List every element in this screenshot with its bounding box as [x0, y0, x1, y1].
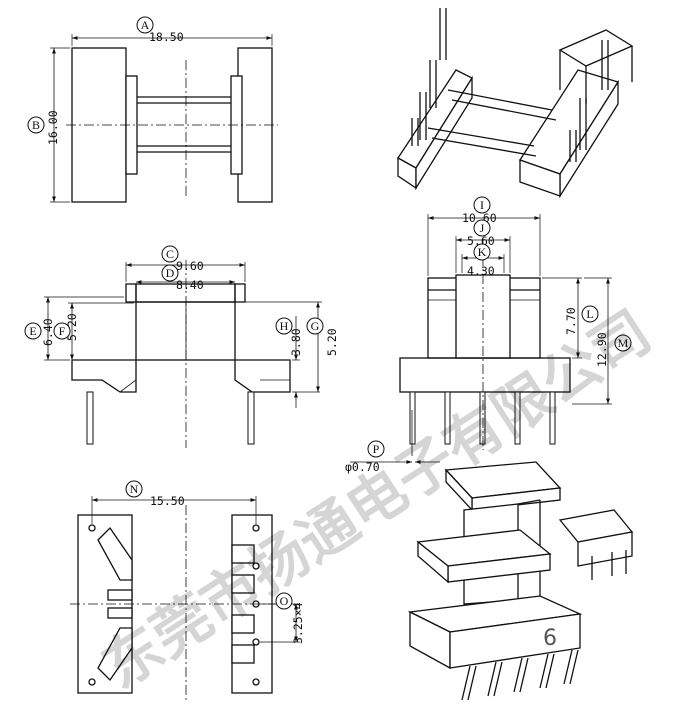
svg-text:O: O — [280, 594, 289, 608]
svg-text:C: C — [166, 247, 174, 261]
dim-C: C 9.60 — [161, 245, 204, 273]
svg-text:3.80: 3.80 — [289, 328, 303, 356]
dim-N: N 15.50 — [125, 480, 185, 508]
front-view — [44, 260, 322, 448]
svg-text:5.20: 5.20 — [65, 313, 79, 341]
svg-text:A: A — [141, 18, 150, 32]
svg-text:P: P — [373, 442, 380, 456]
svg-text:H: H — [280, 319, 289, 333]
svg-text:F: F — [59, 324, 66, 338]
dim-E: E 6.40 — [24, 318, 55, 346]
svg-text:K: K — [478, 245, 487, 259]
dim-O: O 3.25×4 — [275, 592, 305, 644]
svg-text:5.20: 5.20 — [325, 328, 339, 356]
dim-J: J 5.60 — [467, 219, 495, 248]
svg-text:J: J — [480, 221, 485, 235]
svg-text:9.60: 9.60 — [176, 259, 204, 273]
svg-text:I: I — [480, 198, 484, 212]
svg-text:D: D — [166, 266, 175, 280]
svg-text:7.70: 7.70 — [564, 307, 578, 335]
svg-text:10.60: 10.60 — [462, 211, 497, 225]
dim-M: M 12.90 — [595, 332, 632, 367]
svg-text:M: M — [618, 336, 629, 350]
svg-text:16.00: 16.00 — [46, 110, 60, 145]
dim-D: D 8.40 — [161, 264, 204, 292]
page-number: 6 — [543, 626, 557, 651]
isometric-view-top — [397, 8, 634, 199]
dim-I: I 10.60 — [462, 196, 497, 225]
svg-text:G: G — [311, 319, 320, 333]
side-view — [350, 214, 612, 464]
svg-text:12.90: 12.90 — [595, 332, 609, 367]
svg-text:3.25×4: 3.25×4 — [291, 602, 305, 644]
dim-B: B 16.00 — [27, 110, 60, 145]
svg-text:E: E — [29, 324, 36, 338]
svg-text:6.40: 6.40 — [41, 318, 55, 346]
dim-G: G 5.20 — [306, 317, 339, 356]
svg-text:18.50: 18.50 — [149, 30, 184, 44]
svg-text:L: L — [586, 307, 593, 321]
dim-K: K 4.30 — [467, 243, 495, 278]
svg-text:5.60: 5.60 — [467, 234, 495, 248]
svg-text:15.50: 15.50 — [150, 494, 185, 508]
dim-F: F 5.20 — [53, 313, 79, 341]
dim-L: L 7.70 — [564, 305, 599, 335]
bottom-view — [70, 496, 300, 700]
svg-text:4.30: 4.30 — [467, 264, 495, 278]
isometric-view-bottom — [407, 461, 634, 701]
svg-text:8.40: 8.40 — [176, 278, 204, 292]
top-view — [50, 34, 278, 203]
svg-text:B: B — [32, 118, 40, 132]
dim-A: A 18.50 — [136, 16, 184, 44]
dim-H: H 3.80 — [275, 317, 303, 356]
dim-P: P φ0.70 — [345, 440, 385, 474]
svg-text:φ0.70: φ0.70 — [345, 460, 380, 474]
svg-text:N: N — [130, 482, 139, 496]
